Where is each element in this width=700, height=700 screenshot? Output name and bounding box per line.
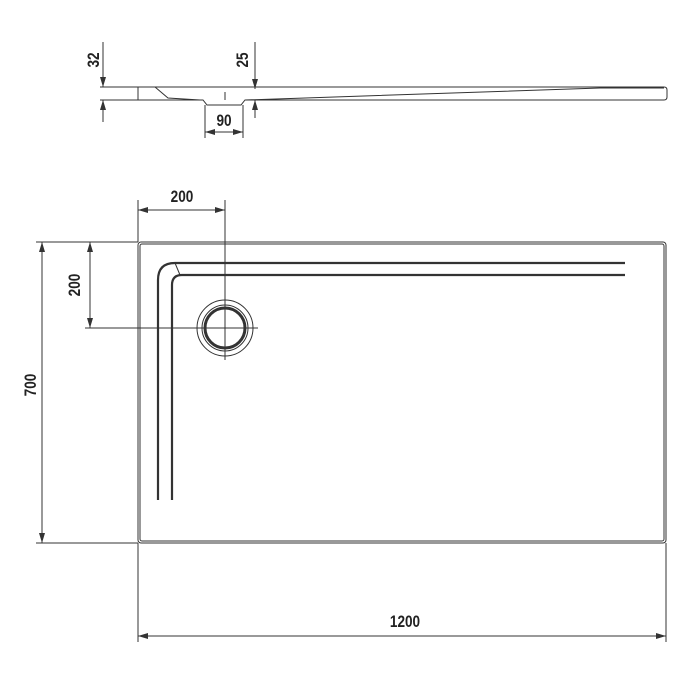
side-view: 32 25 90 <box>85 42 668 138</box>
dim-width: 700 <box>22 374 41 397</box>
tray-profile <box>137 86 668 106</box>
dim-length: 1200 <box>390 613 420 632</box>
dim-drain-height: 25 <box>234 52 253 68</box>
groove-corner <box>174 262 181 276</box>
groove-outer <box>156 261 625 500</box>
tray-slope <box>154 86 664 101</box>
groove-inner <box>170 273 625 500</box>
dim-total-height: 32 <box>85 52 104 67</box>
plan-view: 200 200 700 1200 <box>22 188 667 642</box>
dim-drain-width: 90 <box>216 112 231 131</box>
dim-drain-offset-y: 200 <box>66 274 85 297</box>
tray-outline <box>137 241 667 544</box>
dim-drain-offset-x: 200 <box>171 188 194 207</box>
tray-inner-edge <box>139 243 665 542</box>
